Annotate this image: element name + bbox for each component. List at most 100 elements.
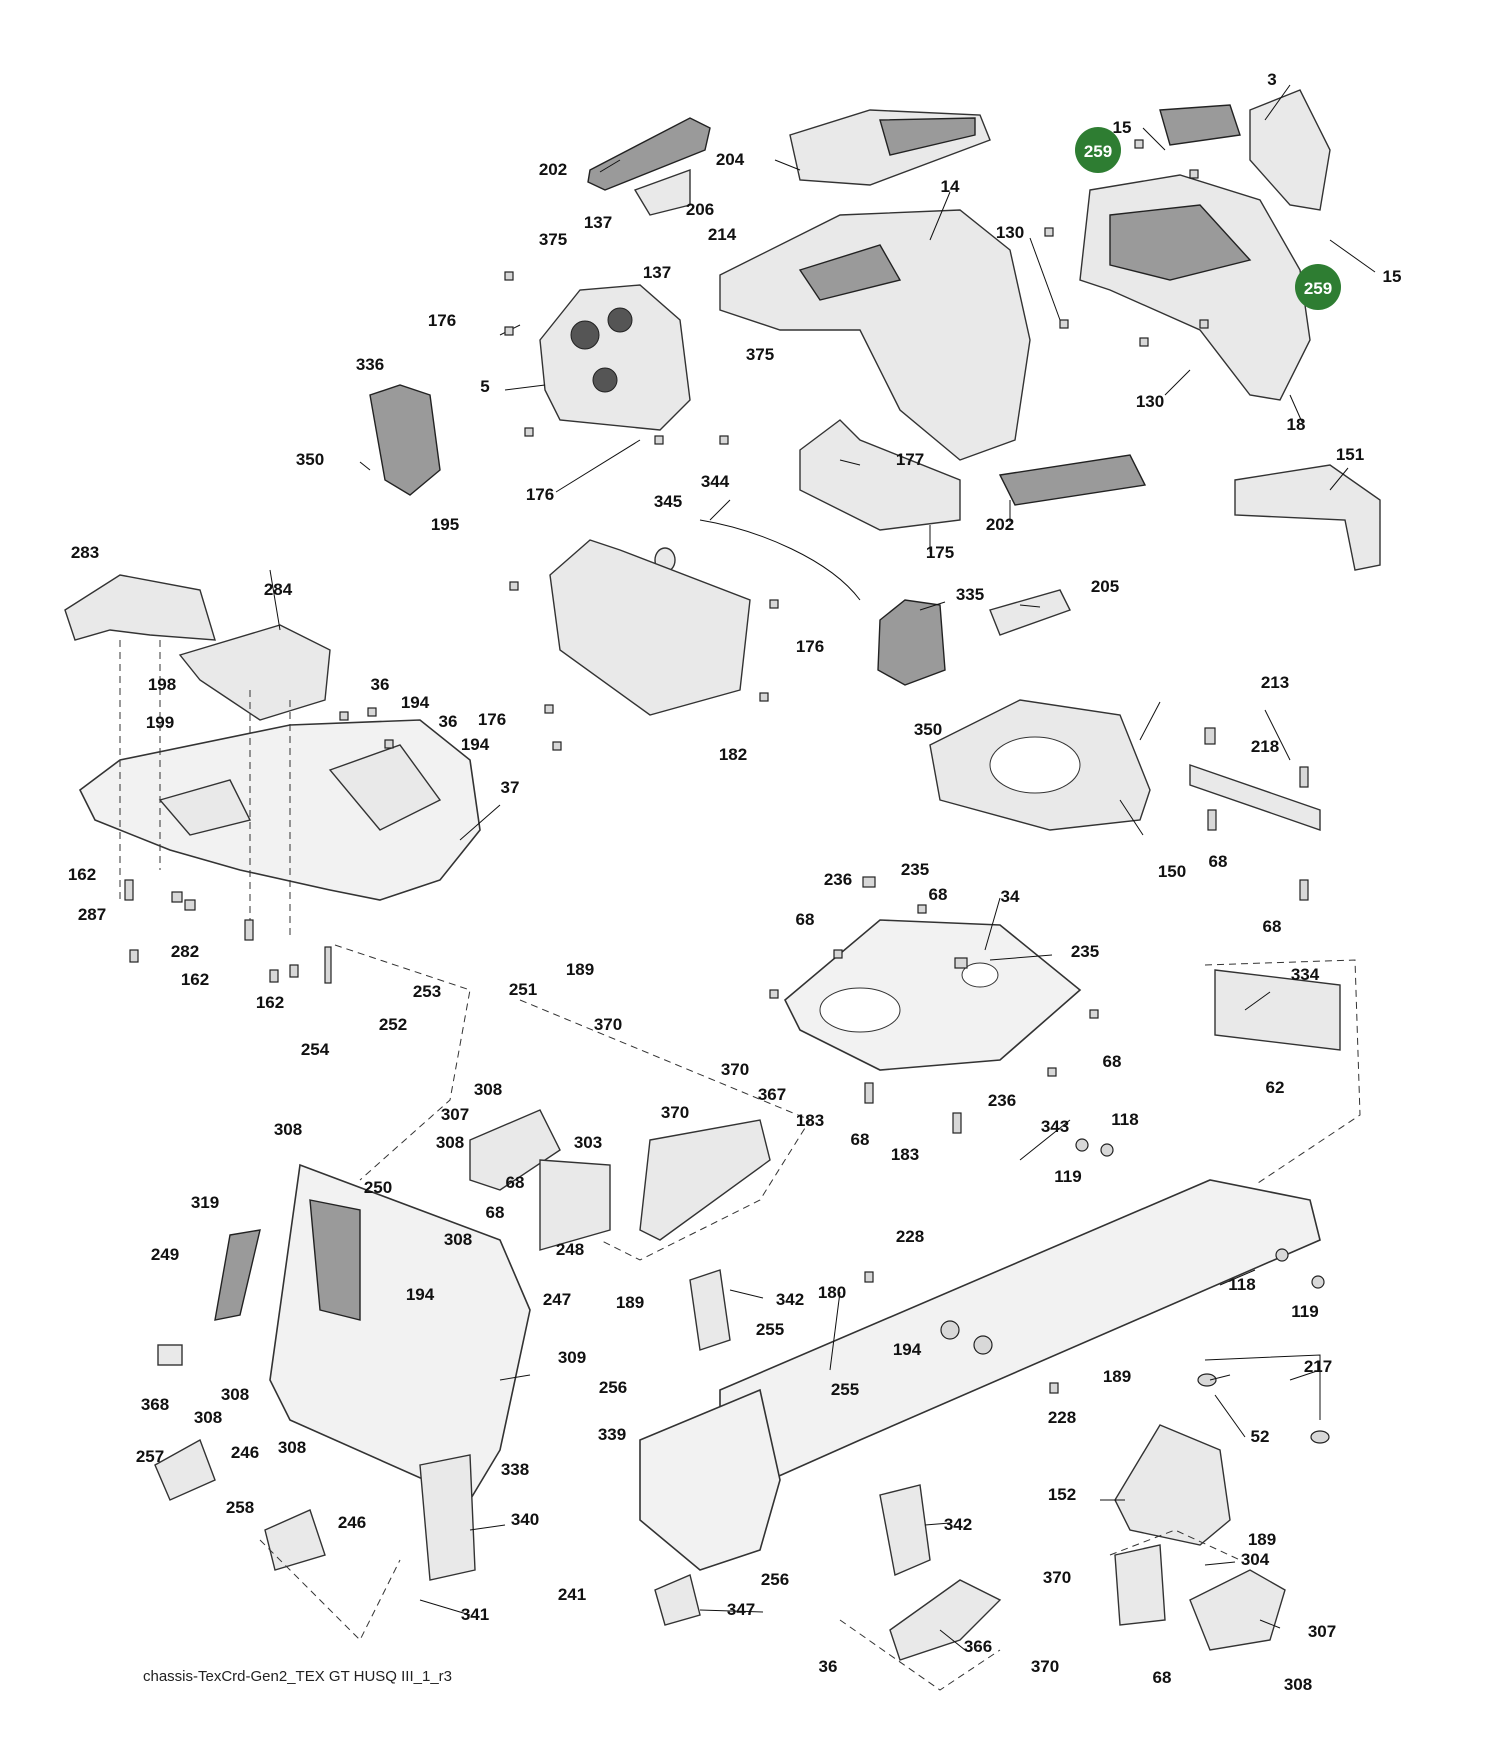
diagram-caption: chassis-TexCrd-Gen2_TEX GT HUSQ III_1_r3 [143, 1668, 452, 1685]
callout-284: 284 [264, 580, 293, 599]
callout-246: 246 [231, 1443, 259, 1462]
callout-202: 202 [539, 160, 567, 179]
callout-247: 247 [543, 1290, 571, 1309]
callout-336: 336 [356, 355, 384, 374]
callout-205: 205 [1091, 577, 1119, 596]
callout-256: 256 [761, 1570, 789, 1589]
callout-150: 150 [1158, 862, 1186, 881]
callout-347: 347 [727, 1600, 755, 1619]
callout-68: 68 [929, 885, 948, 904]
callout-34: 34 [1001, 887, 1020, 906]
callout-303: 303 [574, 1133, 602, 1152]
callout-259: 259 [1304, 279, 1332, 298]
callout-118: 118 [1228, 1275, 1255, 1294]
callout-282: 282 [171, 942, 199, 961]
callout-183: 183 [891, 1145, 919, 1164]
callout-labels: 3152592591520220414130206137214375137176… [68, 70, 1402, 1694]
callout-375: 375 [746, 345, 774, 364]
callout-119: 119 [1291, 1302, 1318, 1321]
callout-176: 176 [526, 485, 554, 504]
callout-308: 308 [1284, 1675, 1312, 1694]
callout-256: 256 [599, 1378, 627, 1397]
callout-259: 259 [1084, 142, 1112, 161]
callout-350: 350 [296, 450, 324, 469]
callout-252: 252 [379, 1015, 407, 1034]
callout-370: 370 [661, 1103, 689, 1122]
callout-189: 189 [1103, 1367, 1131, 1386]
callout-202: 202 [986, 515, 1014, 534]
callout-342: 342 [944, 1515, 972, 1534]
callout-15: 15 [1383, 267, 1402, 286]
callout-319: 319 [191, 1193, 219, 1212]
callout-308: 308 [221, 1385, 249, 1404]
callout-368: 368 [141, 1395, 169, 1414]
callout-341: 341 [461, 1605, 489, 1624]
leader-lines [269, 84, 1376, 1651]
callout-176: 176 [796, 637, 824, 656]
callout-308: 308 [274, 1120, 302, 1139]
callout-338: 338 [501, 1460, 529, 1479]
callout-195: 195 [431, 515, 459, 534]
callout-36: 36 [819, 1657, 838, 1676]
callout-236: 236 [824, 870, 852, 889]
fasteners [124, 139, 1325, 1394]
callout-194: 194 [461, 735, 490, 754]
callout-251: 251 [509, 980, 537, 999]
callout-176: 176 [428, 311, 456, 330]
callout-182: 182 [719, 745, 747, 764]
highlight-marker [1075, 127, 1121, 173]
highlight-marker [1295, 264, 1341, 310]
callout-15: 15 [1113, 118, 1132, 137]
callout-18: 18 [1287, 415, 1306, 434]
callout-68: 68 [506, 1173, 525, 1192]
callout-180: 180 [818, 1283, 846, 1302]
callout-335: 335 [956, 585, 984, 604]
callout-68: 68 [1103, 1052, 1122, 1071]
callout-218: 218 [1251, 737, 1279, 756]
callout-152: 152 [1048, 1485, 1076, 1504]
callout-344: 344 [701, 472, 730, 491]
callout-37: 37 [501, 778, 520, 797]
callout-375: 375 [539, 230, 567, 249]
callout-241: 241 [558, 1585, 586, 1604]
highlight-markers [1075, 127, 1341, 310]
callout-257: 257 [136, 1447, 164, 1466]
callout-246: 246 [338, 1513, 366, 1532]
callout-236: 236 [988, 1091, 1016, 1110]
callout-118: 118 [1111, 1110, 1138, 1129]
callout-308: 308 [474, 1080, 502, 1099]
callout-370: 370 [1043, 1568, 1071, 1587]
callout-177: 177 [896, 450, 924, 469]
callout-340: 340 [511, 1510, 539, 1529]
callout-137: 137 [584, 213, 612, 232]
callout-304: 304 [1241, 1550, 1270, 1569]
callout-199: 199 [146, 713, 174, 732]
callout-283: 283 [71, 543, 99, 562]
callout-214: 214 [708, 225, 737, 244]
callout-228: 228 [1048, 1408, 1076, 1427]
callout-62: 62 [1266, 1078, 1285, 1097]
callout-183: 183 [796, 1111, 824, 1130]
callout-254: 254 [301, 1040, 330, 1059]
callout-68: 68 [1209, 852, 1228, 871]
callout-194: 194 [401, 693, 430, 712]
callout-367: 367 [758, 1085, 786, 1104]
callout-370: 370 [721, 1060, 749, 1079]
callout-334: 334 [1291, 965, 1320, 984]
callout-370: 370 [594, 1015, 622, 1034]
callout-68: 68 [796, 910, 815, 929]
callout-235: 235 [1071, 942, 1099, 961]
callout-176: 176 [478, 710, 506, 729]
callout-162: 162 [68, 865, 96, 884]
callout-253: 253 [413, 982, 441, 1001]
callout-206: 206 [686, 200, 714, 219]
callout-14: 14 [941, 177, 960, 196]
callout-189: 189 [566, 960, 594, 979]
callout-235: 235 [901, 860, 929, 879]
callout-250: 250 [364, 1178, 392, 1197]
parts-drawing [64, 89, 1381, 1691]
callout-343: 343 [1041, 1117, 1069, 1136]
callout-307: 307 [441, 1105, 469, 1124]
callout-162: 162 [181, 970, 209, 989]
